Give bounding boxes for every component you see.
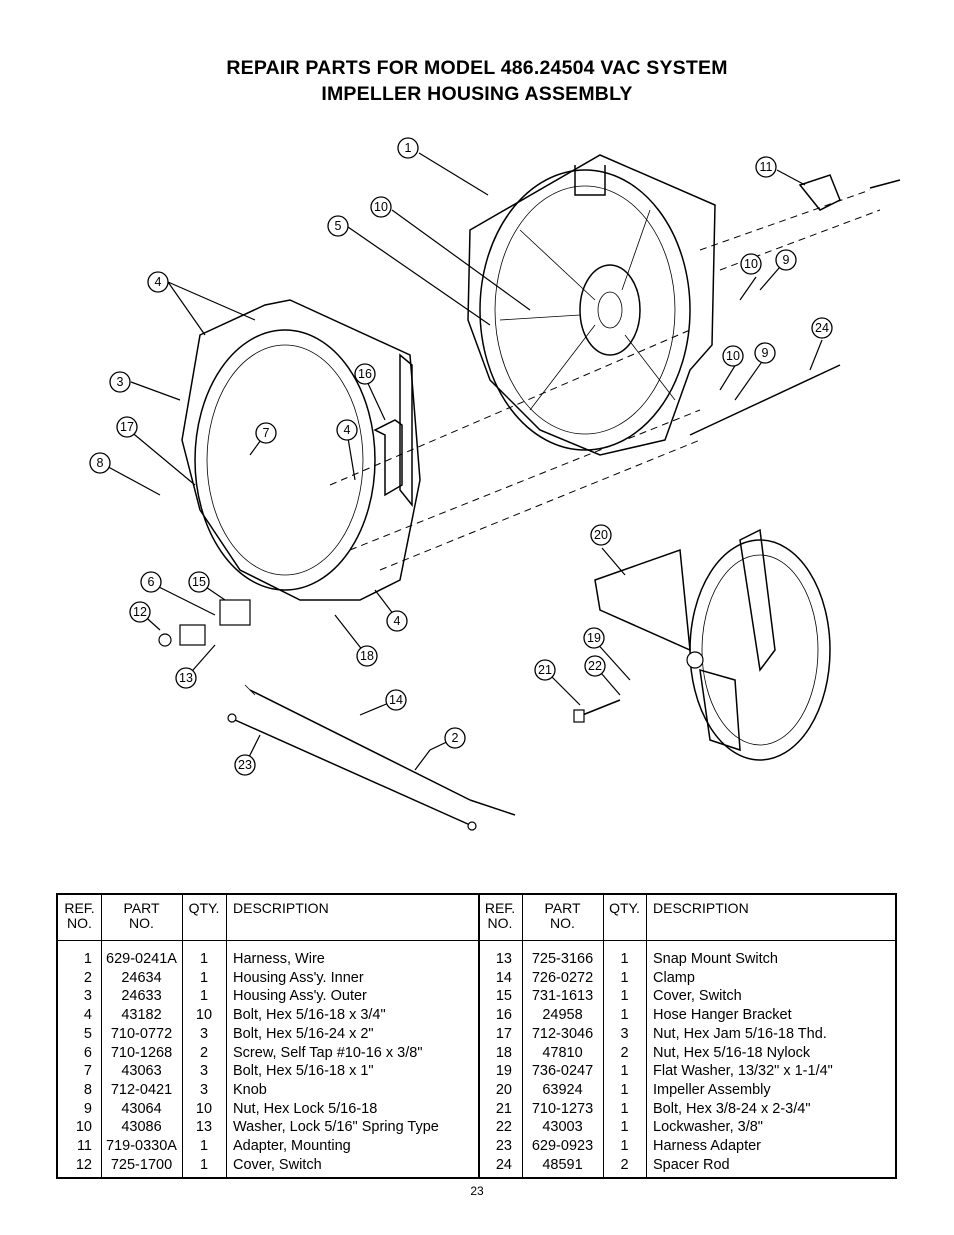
header-description: DESCRIPTION (233, 900, 329, 916)
svg-text:19: 19 (587, 631, 601, 645)
callout-22: 22 (584, 655, 606, 677)
callout-8: 8 (89, 452, 111, 474)
callout-16: 16 (354, 363, 376, 385)
svg-text:4: 4 (155, 275, 162, 289)
callout-5: 5 (327, 215, 349, 237)
svg-text:10: 10 (374, 200, 388, 214)
callout-4b: 4 (336, 419, 358, 441)
callout-20: 20 (590, 524, 612, 546)
svg-text:24: 24 (815, 321, 829, 335)
header-ref: REF.NO. (64, 900, 95, 931)
page-title: REPAIR PARTS FOR MODEL 486.24504 VAC SYS… (226, 57, 728, 79)
svg-text:3: 3 (117, 375, 124, 389)
callout-1: 2 (444, 727, 466, 749)
callout-10: 10 (370, 196, 392, 218)
callout-21: 21 (534, 659, 556, 681)
inner-housing-drawing (467, 154, 716, 456)
callout-4: 4 (147, 271, 169, 293)
svg-text:9: 9 (762, 346, 769, 360)
callout-7: 7 (255, 422, 277, 444)
svg-text:4: 4 (344, 423, 351, 437)
harness-drawing (227, 684, 516, 831)
callout-9b: 9 (754, 342, 776, 364)
callout-4c: 4 (386, 610, 408, 632)
exploded-parts-diagram: 1 11 10 5 4 10 9 24 10 9 3 16 4 7 17 8 2… (89, 137, 901, 831)
callout-17: 17 (116, 416, 138, 438)
mounting-adapter-drawing (798, 174, 901, 211)
callout-6: 6 (140, 571, 162, 593)
callout-15: 15 (188, 571, 210, 593)
callout-9: 9 (775, 249, 797, 271)
svg-text:15: 15 (192, 575, 206, 589)
svg-text:18: 18 (360, 649, 374, 663)
page-number: 23 (470, 1184, 484, 1198)
svg-text:16: 16 (358, 367, 372, 381)
svg-text:7: 7 (263, 426, 270, 440)
callout-14: 14 (385, 689, 407, 711)
svg-text:11: 11 (760, 160, 773, 174)
svg-text:8: 8 (97, 456, 104, 470)
callouts: 1 11 10 5 4 10 9 24 10 9 3 16 4 7 17 8 2… (89, 137, 833, 776)
svg-text:14: 14 (389, 693, 403, 707)
callout-10c: 10 (722, 345, 744, 367)
header-qty-right: QTY. (609, 900, 640, 916)
header-description-right: DESCRIPTION (653, 900, 749, 916)
impeller-bolt-drawing (579, 699, 621, 717)
svg-text:12: 12 (133, 605, 147, 619)
svg-text:17: 17 (120, 420, 134, 434)
callout-13: 13 (175, 667, 197, 689)
svg-text:5: 5 (335, 219, 342, 233)
svg-text:10: 10 (744, 257, 758, 271)
callout-3: 3 (109, 371, 131, 393)
svg-text:4: 4 (394, 614, 401, 628)
callout-24: 24 (811, 317, 833, 339)
callout-12: 12 (129, 601, 151, 623)
svg-text:2: 2 (452, 731, 459, 745)
svg-text:22: 22 (588, 659, 602, 673)
header-qty: QTY. (188, 900, 220, 916)
callout-2: 1 (397, 137, 419, 159)
callout-23: 23 (234, 754, 256, 776)
bolt-head-drawing (573, 709, 585, 723)
switch-parts-drawing (158, 599, 251, 647)
callout-18: 18 (356, 645, 378, 667)
svg-text:9: 9 (783, 253, 790, 267)
svg-text:23: 23 (238, 758, 252, 772)
callout-11: 11 (755, 156, 777, 178)
page-subtitle: IMPELLER HOUSING ASSEMBLY (321, 83, 633, 105)
callout-19: 19 (583, 627, 605, 649)
svg-text:13: 13 (179, 671, 193, 685)
svg-text:20: 20 (594, 528, 608, 542)
header-ref-right: REF.NO. (484, 900, 516, 931)
svg-text:10: 10 (726, 349, 740, 363)
spacer-rod-drawing (689, 364, 841, 436)
svg-text:21: 21 (538, 663, 552, 677)
hose-hanger-bracket-drawing (373, 419, 403, 497)
svg-text:1: 1 (405, 141, 412, 155)
impeller-drawing (594, 528, 831, 761)
svg-text:6: 6 (148, 575, 155, 589)
callout-10b: 10 (740, 253, 762, 275)
outer-housing-drawing (181, 299, 421, 601)
